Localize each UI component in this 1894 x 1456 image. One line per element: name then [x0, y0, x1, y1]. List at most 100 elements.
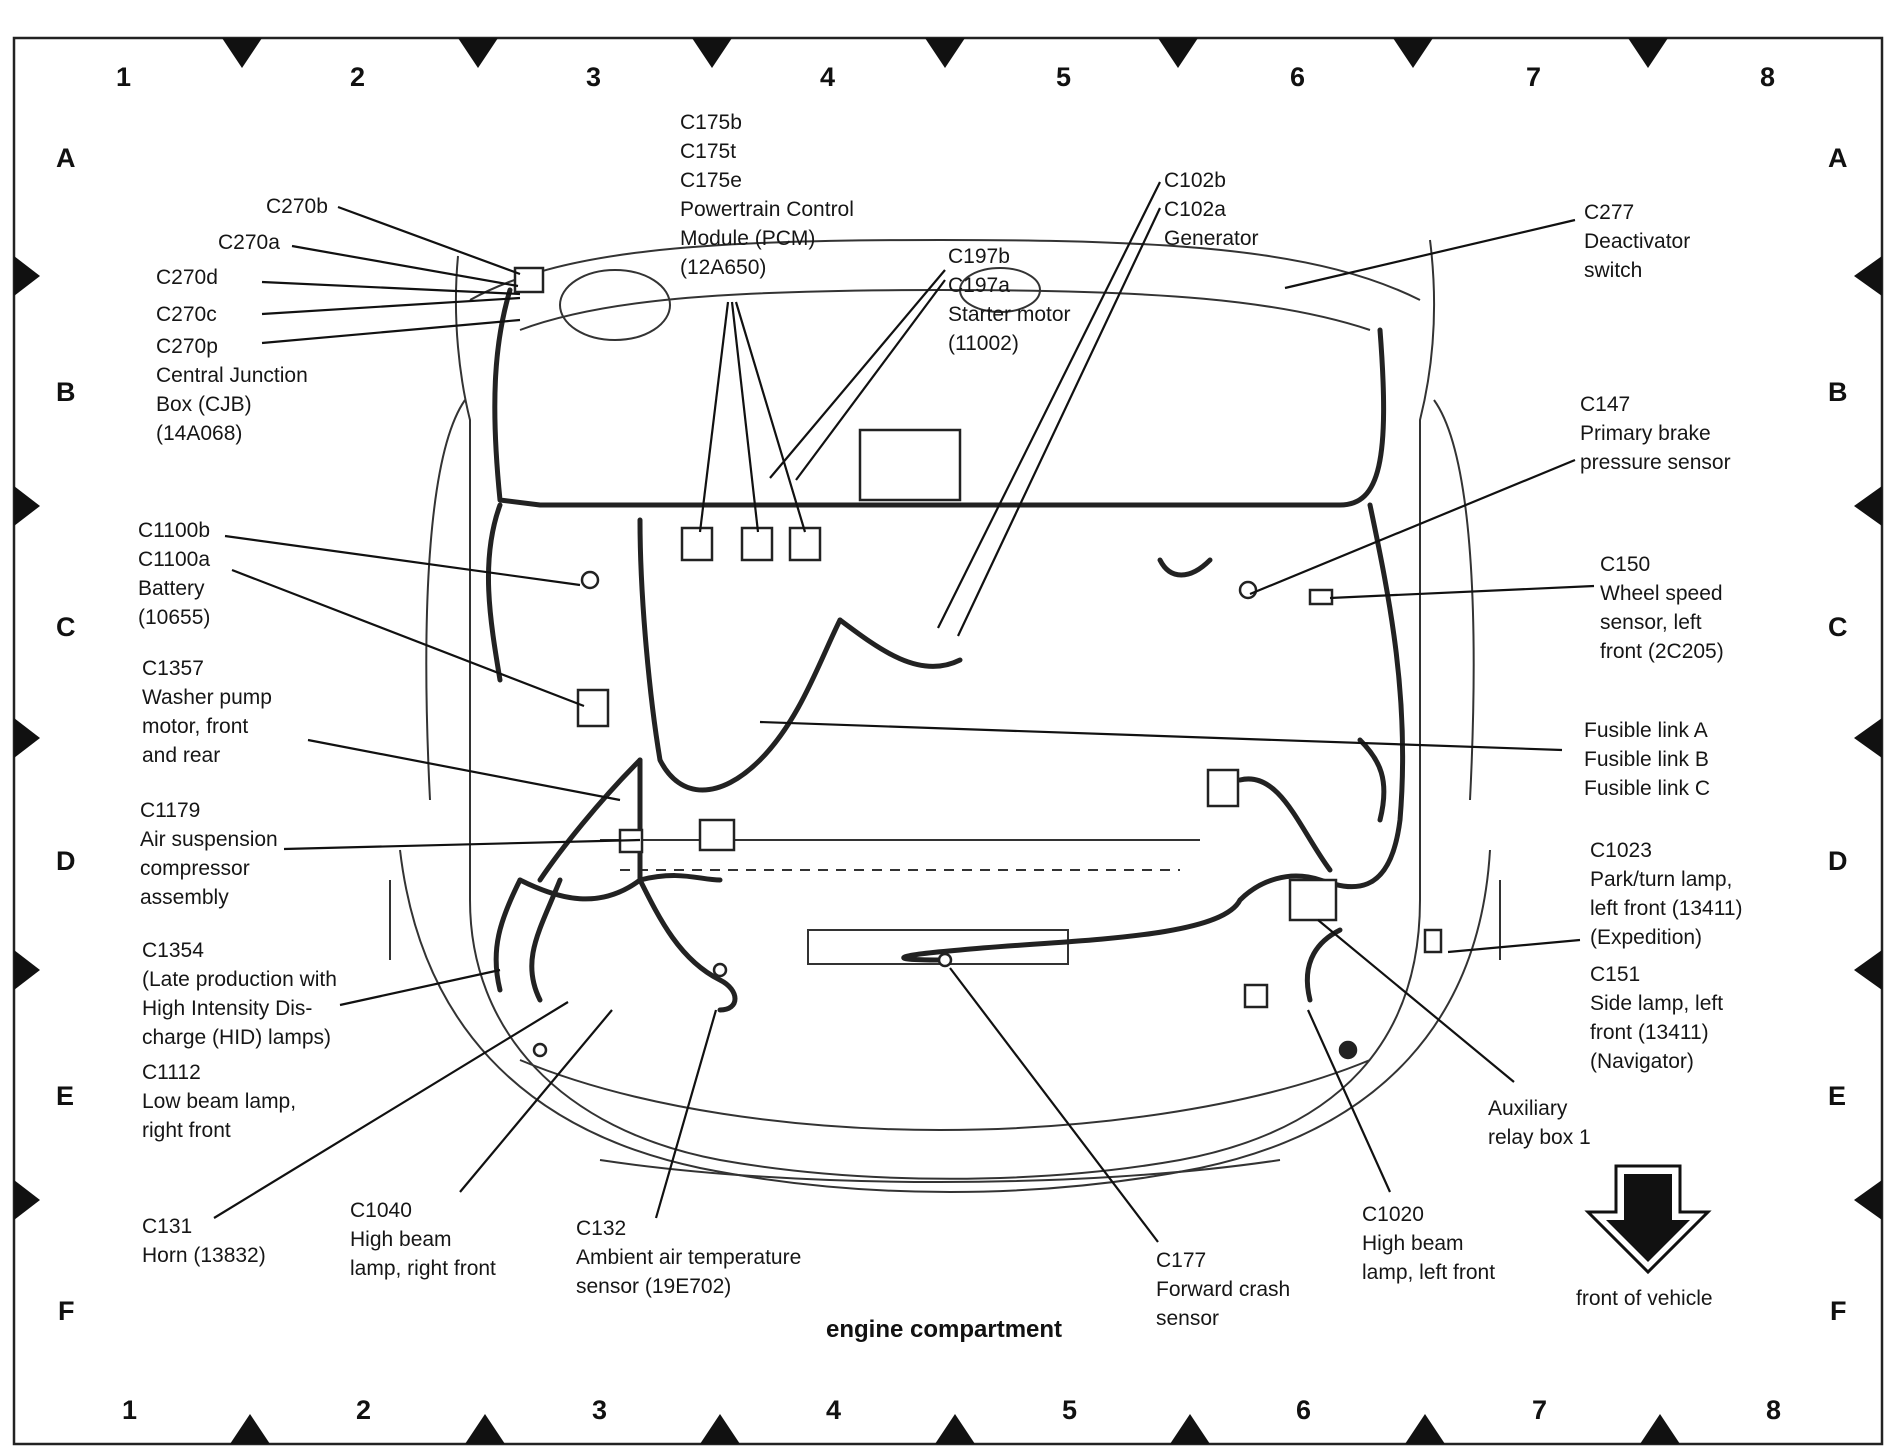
label-wheel-speed-line-3: sensor, left — [1600, 611, 1702, 634]
label-deactivator-line-3: switch — [1584, 259, 1643, 282]
label-high-beam-right: C1040 High beam lamp, right front — [350, 1196, 496, 1283]
label-aux-relay-line-1: Auxiliary — [1488, 1097, 1568, 1120]
grid-col-bottom-2: 2 — [356, 1395, 372, 1425]
label-pcm: C175b C175t C175e Powertrain Control Mod… — [680, 108, 854, 282]
grid-row-left-D: D — [56, 846, 76, 876]
label-crash-line-3: sensor — [1156, 1307, 1220, 1330]
label-fusible: Fusible link A Fusible link B Fusible li… — [1584, 716, 1710, 803]
grid-row-left-B: B — [56, 377, 76, 407]
connectors — [513, 266, 1443, 1060]
grid-row-right-E: E — [1828, 1081, 1847, 1111]
label-side-lamp: C151 Side lamp, left front (13411) (Navi… — [1590, 960, 1723, 1076]
label-park-turn-line-1: C1023 — [1590, 839, 1652, 862]
grid-col-top-1: 1 — [116, 62, 132, 92]
label-cjb-c270c: C270c — [156, 303, 217, 326]
label-pcm-line-3: C175e — [680, 169, 742, 192]
label-starter-line-3: Starter motor — [948, 303, 1071, 326]
label-generator-line-1: C102b — [1164, 169, 1226, 192]
label-brake: C147 Primary brake pressure sensor — [1580, 390, 1731, 477]
label-wheel-speed-line-1: C150 — [1600, 553, 1651, 576]
label-starter: C197b C197a Starter motor (11002) — [948, 242, 1071, 358]
label-battery: C1100b C1100a Battery (10655) — [138, 516, 210, 632]
label-pcm-line-6: (12A650) — [680, 256, 767, 279]
label-starter-line-4: (11002) — [948, 332, 1019, 355]
label-starter-line-2: C197a — [948, 274, 1010, 297]
label-generator-line-2: C102a — [1164, 198, 1226, 221]
label-hid-line-4: charge (HID) lamps) — [142, 1026, 332, 1049]
grid-col-bottom-1: 1 — [122, 1395, 138, 1425]
label-aux-relay: Auxiliary relay box 1 — [1488, 1094, 1591, 1152]
label-air-suspension: C1179 Air suspension compressor assembly — [140, 796, 278, 912]
label-battery-line-2: C1100a — [138, 548, 211, 571]
label-aux-relay-line-2: relay box 1 — [1488, 1126, 1591, 1149]
label-high-beam-left-line-1: C1020 — [1362, 1203, 1424, 1226]
label-cjb-line-6: Central Junction — [156, 364, 308, 387]
grid-col-top-6: 6 — [1290, 62, 1306, 92]
label-generator-line-3: Generator — [1164, 227, 1259, 250]
diagram-caption: engine compartment — [826, 1316, 1063, 1343]
grid-row-right-C: C — [1828, 612, 1848, 642]
grid-col-top-7: 7 — [1526, 62, 1542, 92]
label-air-suspension-line-4: assembly — [140, 886, 229, 909]
label-battery-line-4: (10655) — [138, 606, 211, 629]
grid-row-right-B: B — [1828, 377, 1848, 407]
label-ambient-line-3: sensor (19E702) — [576, 1275, 732, 1298]
grid-row-left-E: E — [56, 1081, 75, 1111]
grid-row-left-C: C — [56, 612, 76, 642]
grid-col-bottom-4: 4 — [826, 1395, 842, 1425]
label-low-beam-line-1: C1112 — [142, 1061, 201, 1084]
grid-col-top-3: 3 — [586, 62, 602, 92]
label-washer-line-3: motor, front — [142, 715, 249, 738]
grid-row-right-A: A — [1828, 143, 1848, 173]
grid-col-top-2: 2 — [350, 62, 366, 92]
label-low-beam-line-2: Low beam lamp, — [142, 1090, 297, 1113]
label-fusible-line-3: Fusible link C — [1584, 777, 1711, 800]
grid-col-bottom-3: 3 — [592, 1395, 608, 1425]
grid-markers-top — [222, 38, 1668, 68]
grid-col-top-5: 5 — [1056, 62, 1072, 92]
label-cjb-c270a: C270a — [218, 231, 280, 254]
label-high-beam-right-line-2: High beam — [350, 1228, 452, 1251]
grid-markers-left — [14, 256, 40, 1220]
label-air-suspension-line-3: compressor — [140, 857, 250, 880]
label-crash-line-1: C177 — [1156, 1249, 1207, 1272]
wiring-harness — [485, 287, 1406, 1013]
label-air-suspension-line-2: Air suspension — [140, 828, 278, 851]
label-low-beam: C1112 Low beam lamp, right front — [142, 1058, 296, 1145]
label-pcm-line-4: Powertrain Control — [680, 198, 854, 221]
label-brake-line-2: Primary brake — [1580, 422, 1711, 445]
label-high-beam-right-line-3: lamp, right front — [350, 1257, 496, 1280]
label-horn-line-2: Horn (13832) — [142, 1244, 266, 1267]
label-high-beam-left-line-3: lamp, left front — [1362, 1261, 1496, 1284]
label-cjb-line-7: Box (CJB) — [156, 393, 252, 416]
label-wheel-speed-line-2: Wheel speed — [1600, 582, 1723, 605]
label-air-suspension-line-1: C1179 — [140, 799, 201, 822]
label-pcm-line-5: Module (PCM) — [680, 227, 816, 250]
label-ambient-line-1: C132 — [576, 1217, 627, 1240]
label-deactivator-line-1: C277 — [1584, 201, 1635, 224]
label-high-beam-right-line-1: C1040 — [350, 1199, 412, 1222]
grid-row-left-A: A — [56, 143, 76, 173]
grid-row-right-D: D — [1828, 846, 1848, 876]
label-cjb-line-5: C270p — [156, 335, 218, 358]
label-brake-line-3: pressure sensor — [1580, 451, 1731, 474]
label-ambient: C132 Ambient air temperature sensor (19E… — [576, 1214, 801, 1301]
grid-col-top-8: 8 — [1760, 62, 1776, 92]
grid-markers-bottom — [230, 1414, 1680, 1444]
label-park-turn-line-2: Park/turn lamp, — [1590, 868, 1733, 891]
label-battery-line-3: Battery — [138, 577, 205, 600]
label-side-lamp-line-1: C151 — [1590, 963, 1641, 986]
label-hid: C1354 (Late production with High Intensi… — [142, 936, 337, 1052]
grid-col-top-4: 4 — [820, 62, 836, 92]
grid-row-right-F: F — [1830, 1296, 1847, 1326]
label-hid-line-3: High Intensity Dis- — [142, 997, 313, 1020]
label-cjb-c270b: C270b — [266, 195, 328, 218]
label-generator: C102b C102a Generator — [1164, 166, 1259, 253]
front-of-vehicle-label: front of vehicle — [1576, 1287, 1713, 1310]
label-hid-line-2: (Late production with — [142, 968, 337, 991]
label-side-lamp-line-2: Side lamp, left — [1590, 992, 1724, 1015]
label-fusible-line-1: Fusible link A — [1584, 719, 1708, 742]
label-hid-line-1: C1354 — [142, 939, 204, 962]
label-battery-line-1: C1100b — [138, 519, 211, 542]
